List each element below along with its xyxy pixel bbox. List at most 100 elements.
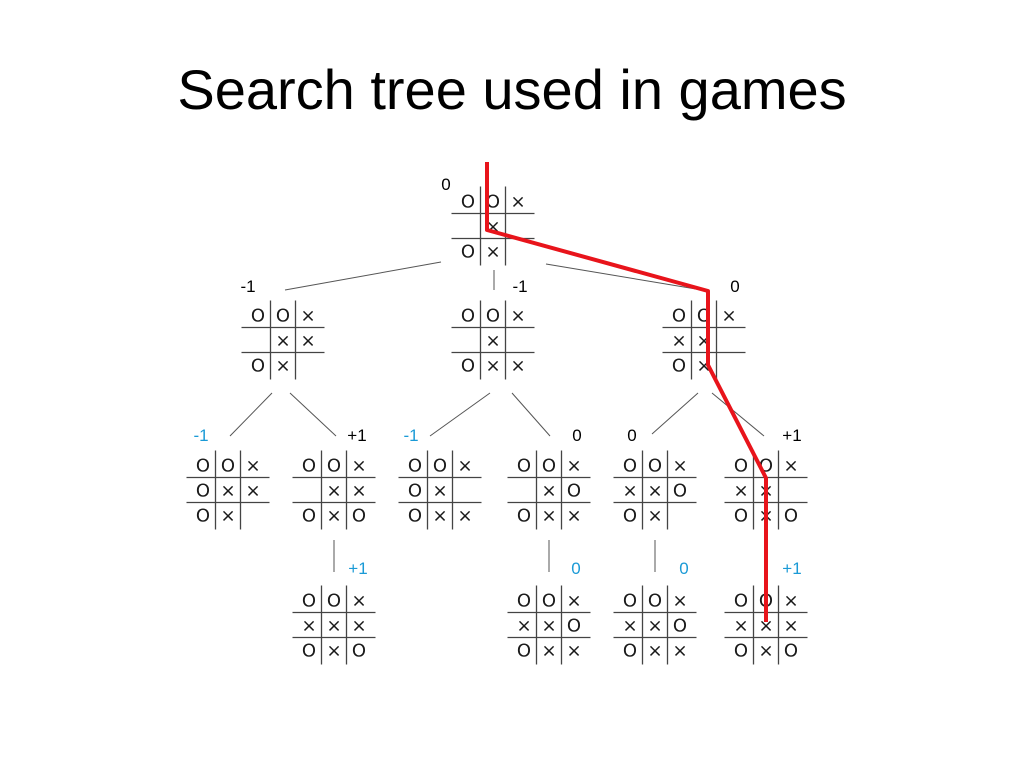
- node-score-label: +1: [782, 559, 801, 578]
- board-grid: [186, 450, 270, 530]
- cell-o-mark: O: [251, 356, 265, 377]
- cell-x-mark: ×: [733, 481, 748, 502]
- cell-o-mark: O: [734, 506, 748, 527]
- cell-o-mark: O: [517, 591, 531, 612]
- cell-x-mark: ×: [220, 506, 235, 527]
- tree-edge: [545, 263, 709, 292]
- cell-x-mark: ×: [541, 616, 556, 637]
- cell-o-mark: O: [567, 481, 581, 502]
- cell-o-mark: O: [196, 456, 210, 477]
- cell-o-mark: O: [221, 456, 235, 477]
- cell-x-mark: ×: [245, 481, 260, 502]
- cell-o-mark: O: [196, 481, 210, 502]
- cell-o-mark: O: [327, 591, 341, 612]
- cell-x-mark: ×: [733, 616, 748, 637]
- cell-o-mark: O: [408, 506, 422, 527]
- cell-o-mark: O: [542, 591, 556, 612]
- cell-o-mark: O: [408, 456, 422, 477]
- tree-edge: [229, 392, 273, 437]
- board-grid: [613, 450, 697, 530]
- tree-edge: [429, 392, 491, 437]
- cell-x-mark: ×: [275, 331, 290, 352]
- board-grid: [507, 450, 591, 530]
- board-grid: [451, 300, 535, 380]
- cell-o-mark: O: [623, 506, 637, 527]
- board-grid: [724, 585, 808, 665]
- cell-o-mark: O: [433, 456, 447, 477]
- board-grid: [398, 450, 482, 530]
- cell-x-mark: ×: [671, 331, 686, 352]
- tree-edge: [511, 392, 551, 437]
- cell-x-mark: ×: [721, 306, 736, 327]
- tree-edge: [289, 392, 337, 437]
- cell-x-mark: ×: [541, 641, 556, 662]
- cell-o-mark: O: [302, 506, 316, 527]
- node-score-label: 0: [441, 175, 450, 194]
- cell-o-mark: O: [734, 456, 748, 477]
- cell-x-mark: ×: [326, 641, 341, 662]
- node-score-label: -1: [193, 426, 208, 445]
- cell-x-mark: ×: [622, 616, 637, 637]
- cell-x-mark: ×: [485, 356, 500, 377]
- cell-o-mark: O: [672, 356, 686, 377]
- cell-o-mark: O: [734, 641, 748, 662]
- cell-o-mark: O: [196, 506, 210, 527]
- node-score-label: +1: [347, 426, 366, 445]
- cell-x-mark: ×: [647, 481, 662, 502]
- cell-x-mark: ×: [485, 331, 500, 352]
- cell-x-mark: ×: [566, 506, 581, 527]
- cell-x-mark: ×: [220, 481, 235, 502]
- cell-o-mark: O: [673, 616, 687, 637]
- cell-x-mark: ×: [516, 616, 531, 637]
- cell-x-mark: ×: [351, 616, 366, 637]
- cell-o-mark: O: [784, 506, 798, 527]
- cell-x-mark: ×: [541, 506, 556, 527]
- cell-o-mark: O: [461, 192, 475, 213]
- cell-x-mark: ×: [510, 306, 525, 327]
- cell-o-mark: O: [542, 456, 556, 477]
- tree-edge: [711, 392, 765, 437]
- cell-x-mark: ×: [351, 481, 366, 502]
- cell-o-mark: O: [734, 591, 748, 612]
- cell-x-mark: ×: [301, 616, 316, 637]
- cell-x-mark: ×: [672, 641, 687, 662]
- node-score-label: 0: [730, 277, 739, 296]
- board-grid: [241, 300, 325, 380]
- cell-x-mark: ×: [351, 591, 366, 612]
- cell-x-mark: ×: [326, 506, 341, 527]
- cell-x-mark: ×: [300, 331, 315, 352]
- board-grid: [662, 300, 746, 380]
- cell-o-mark: O: [517, 456, 531, 477]
- node-score-label: 0: [572, 426, 581, 445]
- cell-x-mark: ×: [622, 481, 637, 502]
- board-grid: [507, 585, 591, 665]
- cell-o-mark: O: [784, 641, 798, 662]
- cell-o-mark: O: [461, 306, 475, 327]
- cell-o-mark: O: [623, 456, 637, 477]
- board-grid: [292, 585, 376, 665]
- cell-x-mark: ×: [351, 456, 366, 477]
- board-grid: [292, 450, 376, 530]
- cell-o-mark: O: [673, 481, 687, 502]
- cell-o-mark: O: [623, 591, 637, 612]
- node-score-label: 0: [679, 559, 688, 578]
- cell-o-mark: O: [461, 242, 475, 263]
- cell-o-mark: O: [648, 591, 662, 612]
- node-score-label: +1: [348, 559, 367, 578]
- node-score-label: -1: [240, 277, 255, 296]
- node-score-label: -1: [403, 426, 418, 445]
- cell-o-mark: O: [302, 591, 316, 612]
- cell-x-mark: ×: [566, 591, 581, 612]
